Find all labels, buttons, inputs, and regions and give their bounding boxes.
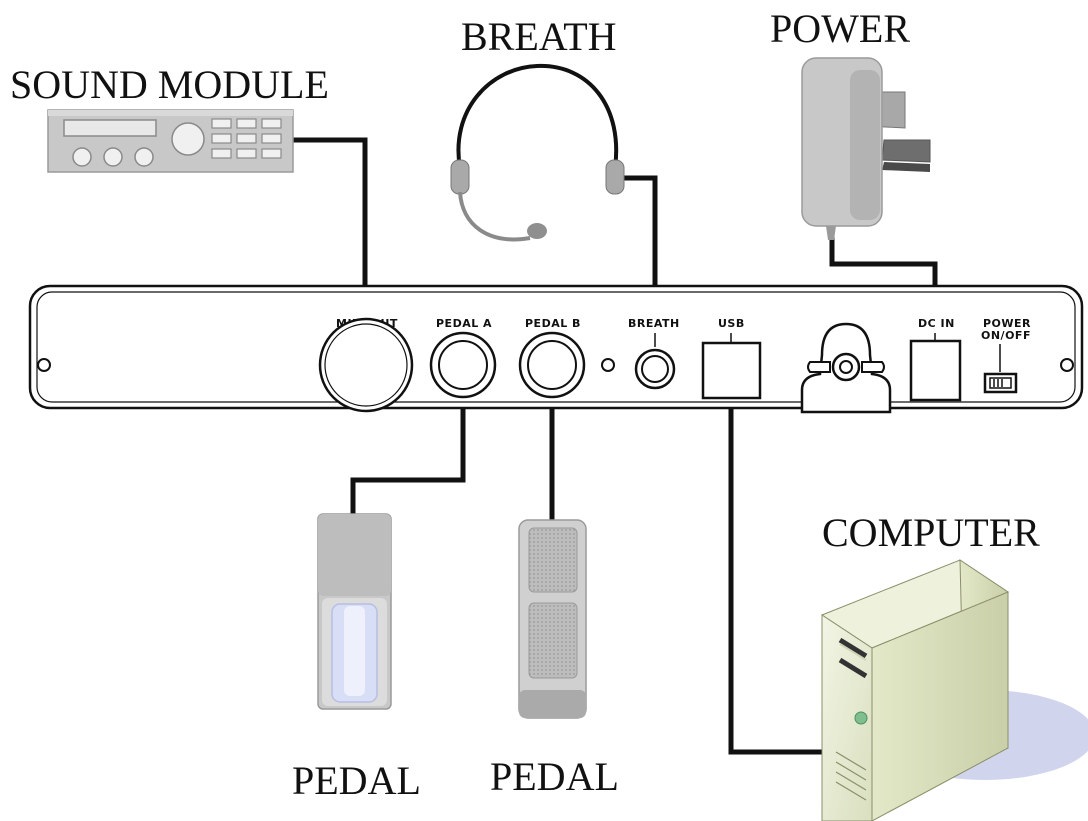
- pedal-a-cable: [350, 398, 466, 516]
- usb-panel-label: USB: [718, 317, 745, 330]
- expression-pedal-icon: [518, 519, 587, 719]
- computer-tower-icon: [820, 559, 1088, 821]
- breath-label: BREATH: [461, 14, 617, 59]
- sound-module-icon: [47, 109, 294, 173]
- sustain-pedal-icon: [317, 513, 392, 710]
- power-switch-panel-label-line1: POWER: [983, 317, 1031, 330]
- power-switch[interactable]: [983, 372, 1018, 394]
- pedal-b-jack[interactable]: [518, 331, 586, 399]
- back-panel: MIDI OUT PEDAL A PEDAL B BREATH USB DC I…: [28, 284, 1084, 414]
- screw-hole-left: [37, 358, 51, 372]
- computer-label: COMPUTER: [822, 510, 1040, 555]
- screw-hole-middle: [601, 358, 615, 372]
- pedal-a-panel-label: PEDAL A: [436, 317, 492, 330]
- dc-in-panel-label: DC IN: [918, 317, 955, 330]
- power-cable: [829, 232, 938, 298]
- sound-module-label: SOUND MODULE: [10, 62, 329, 107]
- midi-cable: [290, 137, 368, 298]
- breath-jack[interactable]: [634, 348, 676, 390]
- cables: [290, 137, 938, 755]
- cable-clamp-icon: [800, 322, 892, 414]
- pedal-b-panel-label: PEDAL B: [525, 317, 581, 330]
- pedal-left-label: PEDAL: [292, 758, 421, 803]
- screw-hole-right: [1060, 358, 1074, 372]
- dc-in-port[interactable]: [909, 339, 962, 402]
- midi-out-port[interactable]: [318, 317, 414, 413]
- power-switch-panel-label-line2: ON/OFF: [981, 329, 1031, 342]
- usb-port[interactable]: [701, 341, 762, 400]
- headset-icon: [450, 63, 625, 242]
- pedal-right-label: PEDAL: [490, 754, 619, 799]
- power-adapter-icon: [801, 57, 931, 240]
- usb-cable: [728, 398, 838, 755]
- breath-panel-label: BREATH: [628, 317, 680, 330]
- breath-cable: [622, 175, 658, 298]
- power-label: POWER: [770, 6, 910, 51]
- pedal-a-jack[interactable]: [429, 331, 497, 399]
